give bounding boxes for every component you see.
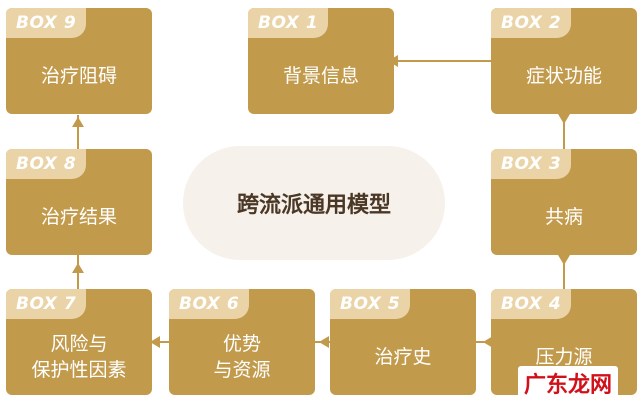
box-3[interactable]: BOX 3 共病: [491, 149, 637, 255]
box-6-tag: BOX 6: [169, 289, 250, 319]
box-1-tag: BOX 1: [248, 8, 329, 38]
center-title: 跨流派通用模型: [183, 146, 445, 260]
box-2-label: 症状功能: [525, 65, 602, 87]
arrow-4-5: [483, 336, 493, 348]
box-5-tag: BOX 5: [330, 289, 411, 319]
box-4-tag: BOX 4: [491, 289, 572, 319]
arrow-6-7: [150, 336, 160, 348]
box-5-label: 治疗史: [374, 346, 432, 368]
box-8-label: 治疗结果: [40, 206, 117, 228]
box-9[interactable]: BOX 9 治疗阻碍: [6, 8, 152, 114]
box-3-tag: BOX 3: [491, 149, 572, 179]
box-8[interactable]: BOX 8 治疗结果: [6, 149, 152, 255]
box-9-label: 治疗阻碍: [40, 65, 117, 87]
arrow-7-8: [72, 263, 84, 273]
box-4-label: 压力源: [535, 346, 593, 368]
box-7-label: 风险与 保护性因素: [31, 333, 127, 381]
box-3-label: 共病: [544, 206, 583, 228]
arrow-5-6: [319, 336, 329, 348]
box-7-tag: BOX 7: [6, 289, 87, 319]
box-1[interactable]: BOX 1 背景信息: [248, 8, 394, 114]
box-2[interactable]: BOX 2 症状功能: [491, 8, 637, 114]
arrow-2-3: [558, 114, 570, 124]
box-6-label: 优势 与资源: [213, 333, 271, 381]
box-5[interactable]: BOX 5 治疗史: [330, 289, 476, 395]
arrow-8-9: [72, 117, 84, 127]
arrow-3-4: [558, 255, 570, 265]
box-7[interactable]: BOX 7 风险与 保护性因素: [6, 289, 152, 395]
box-8-tag: BOX 8: [6, 149, 87, 179]
box-2-tag: BOX 2: [491, 8, 572, 38]
box-1-label: 背景信息: [282, 65, 359, 87]
box-9-tag: BOX 9: [6, 8, 87, 38]
box-6[interactable]: BOX 6 优势 与资源: [169, 289, 315, 395]
watermark: 广东龙网: [517, 366, 618, 400]
